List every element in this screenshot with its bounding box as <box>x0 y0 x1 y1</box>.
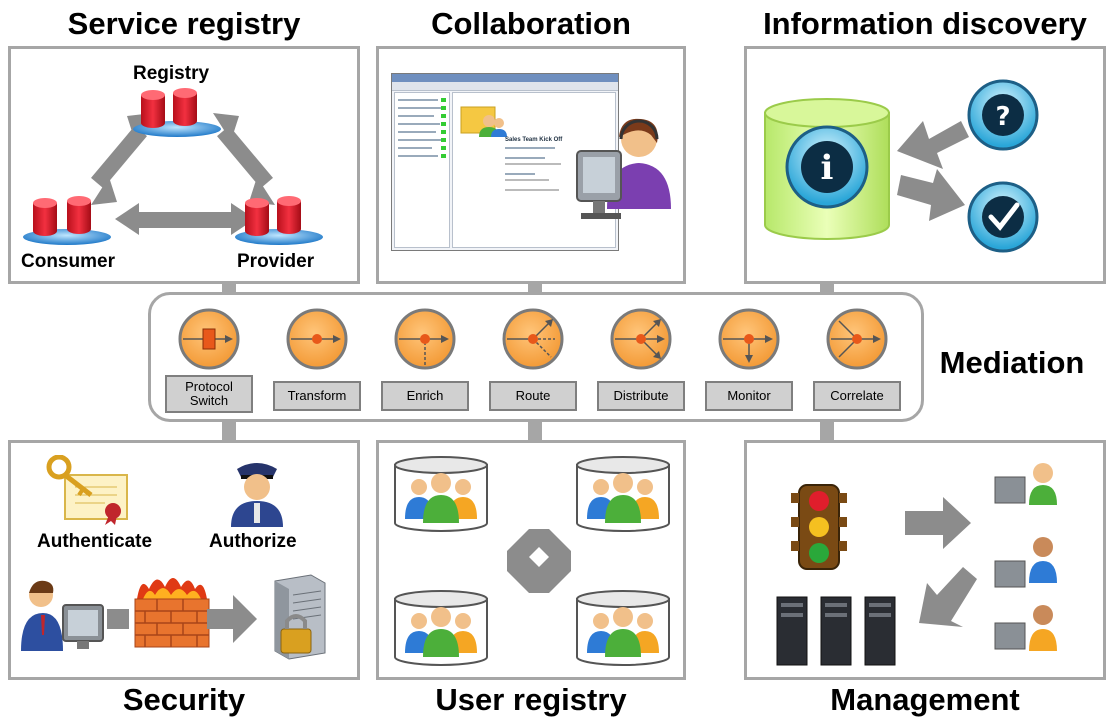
window-title-bar <box>392 74 618 82</box>
information-discovery-title: Information discovery <box>763 6 1087 41</box>
service-registry-panel: Registry Consumer Provider <box>8 46 360 284</box>
authenticate-label: Authenticate <box>37 531 153 552</box>
collaboration-title: Collaboration <box>431 6 631 41</box>
correlate-icon <box>826 308 888 370</box>
mediation-title: Mediation <box>939 345 1085 380</box>
distribute-icon <box>610 308 672 370</box>
information-discovery-panel: i ? <box>744 46 1106 284</box>
protocol-switch-label: Protocol Switch <box>165 375 253 413</box>
mediation-item-monitor[interactable]: Monitor <box>705 303 793 419</box>
service-registry-title: Service registry <box>67 6 301 41</box>
connector <box>222 420 236 442</box>
mediation-item-distribute[interactable]: Distribute <box>597 303 685 419</box>
collaboration-panel: Sales Team Kick Off <box>376 46 686 284</box>
information-discovery-diagram: i ? <box>764 79 1039 253</box>
police-officer-icon <box>231 463 283 527</box>
monitor-icon <box>718 308 780 370</box>
connector <box>528 282 542 294</box>
transform-label: Transform <box>273 381 361 411</box>
support-agent-icon <box>576 118 671 219</box>
mediation-item-enrich[interactable]: Enrich <box>381 303 469 419</box>
svg-text:?: ? <box>995 102 1010 132</box>
route-label: Route <box>489 381 577 411</box>
consumer-label: Consumer <box>21 251 115 272</box>
mediation-item-protocol-switch[interactable]: Protocol Switch <box>165 303 253 419</box>
enrich-label: Enrich <box>381 381 469 411</box>
security-title: Security <box>122 682 246 717</box>
connector <box>528 420 542 442</box>
distribute-label: Distribute <box>597 381 685 411</box>
mediation-item-route[interactable]: Route <box>489 303 577 419</box>
user-registry-title: User registry <box>435 682 627 717</box>
enrich-icon <box>394 308 456 370</box>
locked-server-icon <box>274 574 326 660</box>
collaboration-app-window: Sales Team Kick Off <box>391 73 619 251</box>
folder-people-icon <box>460 106 507 137</box>
window-sidebar <box>394 92 450 248</box>
monitor-label: Monitor <box>705 381 793 411</box>
management-panel <box>744 440 1106 680</box>
mediation-bar: Protocol Switch Transform Enrich <box>148 292 924 422</box>
provider-label: Provider <box>237 251 315 272</box>
service-registry-diagram <box>23 88 323 245</box>
authorize-label: Authorize <box>209 531 297 552</box>
security-arrows <box>107 595 257 643</box>
certificate-key-icon <box>46 455 128 525</box>
connector <box>222 282 236 294</box>
registry-label: Registry <box>133 63 210 84</box>
protocol-switch-icon <box>178 308 240 370</box>
security-panel: Authenticate Authorize <box>8 440 360 680</box>
mediation-item-correlate[interactable]: Correlate <box>813 303 901 419</box>
connector <box>820 282 834 294</box>
user-registry-diagram <box>394 456 670 666</box>
user-registry-panel <box>376 440 686 680</box>
transform-icon <box>286 308 348 370</box>
connector <box>820 420 834 442</box>
route-icon <box>502 308 564 370</box>
firewall-icon <box>134 578 210 648</box>
management-title: Management <box>830 682 1020 717</box>
svg-text:i: i <box>821 148 834 188</box>
user-computer-icon <box>21 580 104 651</box>
management-diagram <box>776 463 1057 666</box>
correlate-label: Correlate <box>813 381 901 411</box>
window-toolbar <box>392 82 618 91</box>
mediation-item-transform[interactable]: Transform <box>273 303 361 419</box>
meeting-title: Sales Team Kick Off <box>505 137 563 143</box>
